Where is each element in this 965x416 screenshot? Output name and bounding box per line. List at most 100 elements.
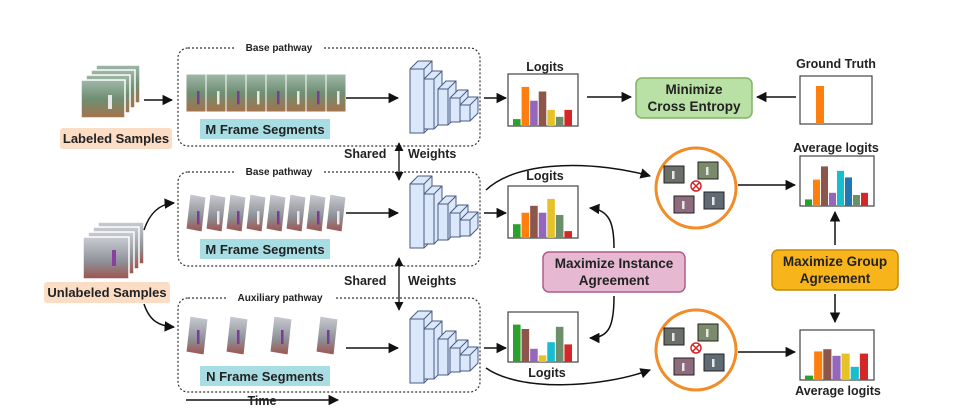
chart-bar: [538, 355, 547, 362]
frame-thumbnail-icon: [285, 73, 307, 113]
logits-bar-chart-icon: [799, 329, 875, 381]
network-layers-icon: [409, 175, 479, 249]
frame-thumbnail-icon: [305, 193, 327, 233]
frame-thumbnail-icon: [285, 193, 307, 233]
chart-bar: [837, 170, 844, 206]
frame-figure: [277, 211, 280, 225]
frame-figure: [706, 329, 709, 337]
chart-bar: [555, 215, 564, 238]
frame-strip-bottom: [185, 315, 339, 356]
auxiliary-pathway-title: Auxiliary pathway: [237, 293, 322, 304]
chart-bar: [555, 116, 564, 126]
frame-figure: [281, 330, 284, 344]
frame-thumbnail-icon: [205, 73, 227, 113]
frame-figure: [682, 363, 685, 371]
frame-thumbnail-icon: [265, 73, 287, 113]
frame-figure: [706, 167, 709, 175]
instance-to-middle-logits-arrow: [588, 203, 615, 249]
frame-figure: [672, 171, 675, 179]
labeled-samples-label-bg: [60, 128, 172, 149]
frame-figure: [317, 211, 320, 225]
frame-strip-top: [185, 73, 347, 113]
frame-figure: [327, 330, 330, 344]
chart-bar: [564, 109, 572, 126]
base-pathway-box-top: [177, 47, 481, 147]
time-label: Time: [248, 394, 277, 408]
frame-figure: [337, 211, 340, 225]
frame-strip-middle: [185, 193, 347, 233]
chart-bar: [521, 212, 530, 238]
chart-bar: [555, 326, 564, 362]
unlabeled-to-base-arrow: [143, 198, 176, 231]
chart-bar: [547, 198, 555, 238]
chart-bar: [530, 348, 538, 362]
group-agreement-box: [771, 249, 899, 291]
logits-bar-chart-icon: [507, 185, 579, 239]
frame-thumbnail-icon: [325, 73, 347, 113]
logits-title-bottom: Logits: [528, 366, 566, 380]
chart-bar: [513, 224, 521, 238]
chart-bar: [813, 179, 820, 206]
segments-label-top: M Frame Segments: [205, 122, 324, 137]
chart-bar: [832, 355, 841, 380]
frame-figure: [237, 91, 240, 105]
instance-to-bottom-logits-arrow: [588, 295, 615, 344]
chart-bar: [853, 195, 860, 206]
chart-bar: [821, 166, 828, 206]
frame-thumbnail-group-bottom: [663, 323, 725, 376]
segments-label-bg-bottom: [200, 366, 330, 386]
group-agreement-line2: Agreement: [800, 271, 871, 286]
chart-bar: [859, 353, 868, 380]
chart-bar: [538, 91, 547, 126]
frame-thumbnail-icon: [225, 73, 247, 113]
frame-figure: [712, 359, 715, 367]
frame-thumbnail-icon: [185, 193, 207, 233]
cross-entropy-line2: Cross Entropy: [647, 99, 741, 114]
instance-agreement-line1: Maximize Instance: [555, 256, 674, 271]
network-layer: [459, 211, 479, 237]
chart-bar: [513, 324, 521, 362]
chart-bar: [547, 342, 555, 362]
chart-bar: [814, 351, 823, 380]
frame-thumbnail-group-top: [663, 161, 725, 214]
frame-figure: [217, 211, 220, 225]
average-logits-title-top: Average logits: [793, 141, 879, 155]
base-pathway-title-middle: Base pathway: [246, 167, 313, 178]
frame-figure: [317, 91, 320, 105]
chart-bar: [564, 344, 572, 362]
logits-bar-chart-icon: [799, 155, 875, 207]
chart-bar: [823, 349, 832, 380]
frame-thumbnail-icon: [245, 193, 267, 233]
shared-label-lower: Shared: [344, 274, 386, 288]
frame-figure: [297, 211, 300, 225]
frame-figure: [197, 330, 200, 344]
segments-label-bg-middle: [200, 239, 330, 259]
chart-bar: [530, 205, 538, 238]
logits-bar-chart-icon: [507, 73, 579, 127]
chart-bar: [564, 231, 572, 238]
chart-bar: [845, 177, 852, 206]
chart-bar: [805, 199, 812, 206]
frame-figure: [257, 91, 260, 105]
chart-bar: [841, 353, 850, 380]
frame-thumbnail-icon: [225, 193, 247, 233]
chart-bar: [805, 375, 814, 380]
xor-symbol-stroke: [691, 343, 701, 353]
unlabeled-samples-label: Unlabeled Samples: [47, 285, 166, 300]
network-layers-icon: [409, 60, 479, 134]
frame-figure: [237, 330, 240, 344]
labeled-samples-label: Labeled Samples: [63, 131, 169, 146]
network-layer: [459, 96, 479, 122]
frame-thumbnail-icon: [205, 193, 227, 233]
segments-label-bottom: N Frame Segments: [206, 369, 324, 384]
frame-thumbnail-icon: [305, 73, 327, 113]
frame-figure: [337, 91, 340, 105]
base-pathway-box-middle: [177, 171, 481, 267]
segments-label-bg-top: [200, 119, 330, 139]
chart-bar: [829, 192, 836, 206]
cross-entropy-box: [635, 77, 753, 119]
shared-label-upper: Shared: [344, 147, 386, 161]
instance-agreement-box: [542, 251, 686, 293]
unlabeled-samples-stack: [82, 221, 145, 280]
